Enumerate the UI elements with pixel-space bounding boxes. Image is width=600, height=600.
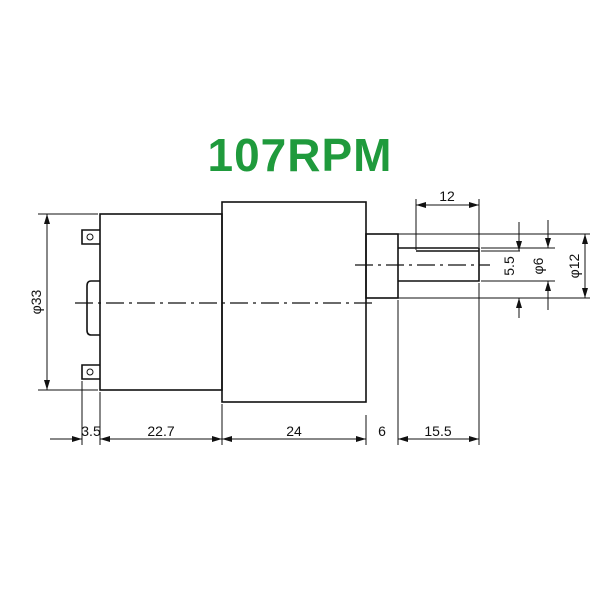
terminal-bottom (81, 364, 100, 380)
shaft-collar (365, 233, 399, 299)
terminal-top (81, 229, 100, 245)
rpm-title: 107RPM (207, 129, 393, 181)
motor-body (99, 213, 223, 391)
shaft-length-label: 15.5 (424, 423, 451, 439)
body-diameter-label: φ33 (28, 289, 44, 314)
motor-length-label: 22.7 (147, 423, 174, 439)
gearbox-length-label: 24 (286, 423, 302, 439)
terminal-length-label: 3.5 (81, 423, 101, 439)
collar-length-label: 6 (378, 423, 386, 439)
gearbox (221, 201, 367, 403)
flat-depth-label: 5.5 (501, 256, 517, 276)
end-cap-bump (86, 280, 100, 336)
flat-length-label: 12 (439, 188, 455, 204)
shaft-diameter-label: φ6 (530, 257, 546, 274)
collar-diameter-label: φ12 (566, 253, 582, 278)
